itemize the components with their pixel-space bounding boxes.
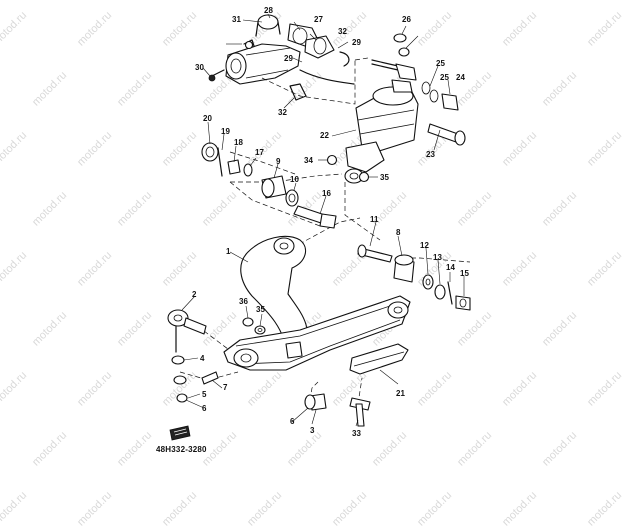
part-number: 6 [202, 404, 207, 413]
rod-end-linkage [167, 309, 219, 403]
reservoir-clamp-assembly [208, 14, 355, 101]
part-number: 35 [256, 305, 265, 314]
part-number: 17 [255, 148, 264, 157]
connecting-rod-assembly [223, 295, 411, 375]
part-number: 34 [304, 156, 313, 165]
diagram-code: 48H332-3280 [156, 445, 207, 454]
watermark-text: motod.ru [160, 489, 200, 529]
book-stamp-icon [169, 425, 191, 441]
part-number: 10 [290, 175, 299, 184]
part-number: 16 [322, 189, 331, 198]
part-number: 30 [195, 63, 204, 72]
part-number: 23 [426, 150, 435, 159]
part-number: 36 [239, 297, 248, 306]
part-number: 6 [290, 417, 295, 426]
part-number: 33 [352, 429, 361, 438]
watermark-text: motod.ru [75, 489, 115, 529]
watermark-text: motod.ru [0, 489, 30, 529]
relay-arm [240, 235, 308, 355]
part-number: 35 [380, 173, 389, 182]
part-number: 25 [436, 59, 445, 68]
part-number: 19 [221, 127, 230, 136]
part-number: 9 [276, 157, 281, 166]
leader-lines [181, 13, 465, 427]
part-number: 32 [278, 108, 287, 117]
part-number: 29 [284, 54, 293, 63]
part-number: 27 [314, 15, 323, 24]
part-number: 11 [370, 215, 379, 224]
watermark-text: motod.ru [585, 489, 625, 529]
part-number: 14 [446, 263, 455, 272]
part-number: 2 [192, 290, 197, 299]
part-number: 8 [396, 228, 401, 237]
part-number: 18 [234, 138, 243, 147]
rear-shock-absorber [326, 33, 466, 184]
part-number: 32 [338, 27, 347, 36]
parts-diagram-canvas: motod.ru motod.ru motod.ru motod.ru motod.ru… [0, 6, 624, 528]
part-number: 22 [320, 131, 329, 140]
part-number: 25 [440, 73, 449, 82]
part-number: 21 [396, 389, 405, 398]
watermark-text: motod.ru [500, 489, 540, 529]
watermark-text: motod.ru [245, 489, 285, 529]
part-number: 15 [460, 269, 469, 278]
watermark-text: motod.ru [415, 489, 455, 529]
part-number: 3 [310, 426, 315, 435]
part-number-labels: 1 2 3 4 5 6 6 7 8 9 10 11 12 13 14 15 16… [192, 6, 469, 438]
watermark-text: motod.ru [330, 489, 370, 529]
part-number: 1 [226, 247, 231, 256]
rod-bolts-and-collars [357, 244, 471, 311]
part-number: 26 [402, 15, 411, 24]
part-number: 31 [232, 15, 241, 24]
part-number: 5 [202, 390, 207, 399]
part-number: 13 [433, 253, 442, 262]
part-number: 28 [264, 6, 273, 15]
part-number: 20 [203, 114, 212, 123]
relay-arm-bushings [201, 142, 337, 229]
part-number: 7 [223, 383, 228, 392]
part-number: 29 [352, 38, 361, 47]
part-number: 12 [420, 241, 429, 250]
rear-suspension-exploded-view: 1 2 3 4 5 6 6 7 8 9 10 11 12 13 14 15 16… [167, 6, 471, 441]
part-number: 4 [200, 354, 205, 363]
assembly-guide-lines [179, 57, 471, 405]
part-number: 24 [456, 73, 465, 82]
